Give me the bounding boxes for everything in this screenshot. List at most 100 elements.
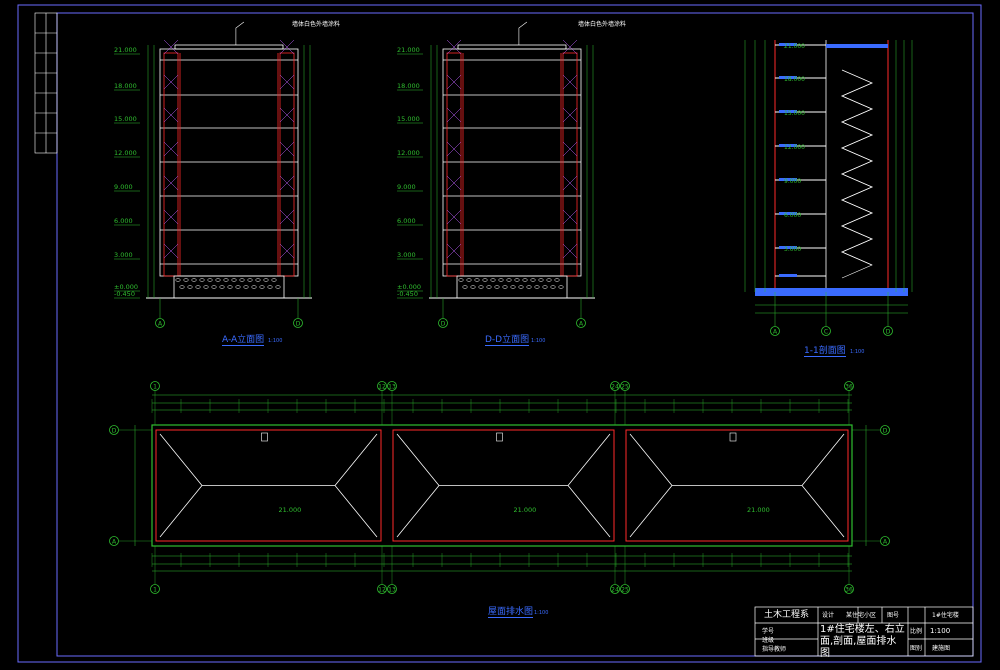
roof-plan-caption: 屋面排水图 [488,604,534,618]
hatch-stone [175,278,181,282]
hatch-stone [227,285,233,289]
hatch-stone [243,285,249,289]
roof-drain [729,432,737,442]
window-mark [562,175,578,191]
hatch-stone [506,278,512,282]
roof-segment [155,429,382,542]
roof-top-axis-label: 36 [845,384,853,391]
section-level: 9.000 [784,178,801,185]
window-mark [562,39,578,55]
title-scale: 1:100 [930,627,951,635]
plinth [173,275,285,299]
roof-bottom-axis-label: 1 [153,587,157,594]
title-sheet-cell: 图别 [910,645,923,652]
hatch-stone [466,278,472,282]
balcony-column [279,52,295,277]
building-outline [159,48,299,277]
hatch-stone [259,285,265,289]
hatch-stone [474,278,480,282]
hip-line [629,485,673,538]
window-mark [163,39,179,55]
window-mark [562,141,578,157]
stair-flight [841,82,873,279]
left-elevation-caption: A-A立面图 [222,332,265,346]
hatch-stone [235,285,241,289]
section-axis-label: D [886,329,891,336]
left-elevation-scale: 1:100 [268,338,283,344]
roof-bottom-axis-circle [150,584,160,594]
title-project: 某住宅小区 [846,612,877,619]
hatch-stone [482,278,488,282]
axis-right-circle [576,318,586,328]
window-mark [446,39,462,55]
hatch-stone [554,278,560,282]
section-level: 3.000 [784,246,801,253]
hatch-stone [518,285,524,289]
roof-drain [261,432,268,442]
window-mark [163,141,179,157]
level-label: 9.000 [114,183,133,191]
hatch-stone [271,278,277,282]
hip-line [801,485,845,538]
roof-top-axis-circle [377,381,387,391]
hatch-stone [502,285,508,289]
roof-bottom-axis-circle [620,584,630,594]
right-elevation-callout: 墙体白色外墙涂料 [578,21,627,28]
balcony-column [446,52,462,277]
roof-right-axis-label: D [883,428,888,435]
level-label: 15.000 [114,115,137,123]
window-mark [446,209,462,225]
hatch-stone [203,285,209,289]
right-elevation: 21.00018.00015.00012.0009.0006.0003.000±… [397,21,595,328]
hatch-stone [275,285,281,289]
section-1-1: 21.00018.00015.00012.0009.0006.0003.000A… [744,40,913,336]
hatch-stone [179,285,185,289]
left-elevation: 21.00018.00015.00012.0009.0006.0003.000±… [114,21,312,328]
title-school: 土木工程系 [764,610,810,620]
level-label: 18.000 [397,82,420,90]
roof-bottom-axis-circle [844,584,854,594]
title-sheet-type: 建施图 [932,645,951,652]
left-elevation-callout: 墙体白色外墙涂料 [292,21,341,28]
roof-slab [826,44,888,48]
roof-top-axis-circle [620,381,630,391]
hip-line [396,485,440,538]
title-building: 1#住宅楼 [932,612,959,619]
section-axis-label: A [773,329,778,336]
hatch-stone [486,285,492,289]
hatch-stone [223,278,229,282]
inner-frame [56,12,974,657]
section-level: 12.000 [784,144,805,151]
roof-drain [496,432,503,442]
hatch-stone [462,285,468,289]
hatch-stone [219,285,225,289]
window-mark [163,175,179,191]
hip-line [801,433,845,486]
level-label: 6.000 [397,217,416,225]
window-mark [562,74,578,90]
hatch-stone [251,285,257,289]
balcony-column [163,52,179,277]
binding-strip [34,12,58,154]
window-mark [279,74,295,90]
hatch-stone [526,285,532,289]
title-row1-label: 学号 [762,628,775,635]
hatch-stone [247,278,253,282]
level-label: ±0.000 [397,283,421,291]
title-row2-label: 班级 [762,637,775,644]
plinth [456,275,568,299]
roof-bottom-axis-label: 13 [388,587,396,594]
hatch-stone [458,278,464,282]
window-mark [562,107,578,123]
axis-left-circle [155,318,165,328]
hatch-stone [267,285,273,289]
window-mark [446,243,462,259]
roof-right-axis-label: A [883,539,888,546]
axis-right-label: D [296,321,301,328]
hip-line [159,433,203,486]
hatch-stone [542,285,548,289]
axis-left-circle [438,318,448,328]
roof-segment [625,429,849,542]
level-label: ±0.000 [114,283,138,291]
